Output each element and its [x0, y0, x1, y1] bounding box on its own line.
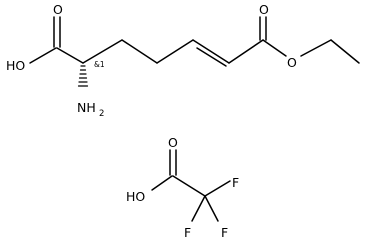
bond-ethyl-ch2-ch3 — [330, 39, 360, 64]
bond-carboxyl-c-oh — [29, 47, 57, 64]
stereo-hash-wedge — [77, 65, 89, 87]
bond-cf3-f-right — [204, 180, 231, 197]
atom-tfa-hydroxyl: HO — [126, 189, 145, 204]
atom-fluorine-bottom-right: F — [221, 225, 228, 240]
bond-ester-c-o — [262, 39, 287, 57]
bond-c6-c7 — [228, 39, 264, 64]
atom-tfa-carbonyl-oxygen: O — [168, 135, 178, 150]
bond-cf3-f-bottom-left — [191, 195, 206, 222]
bond-c4-c5 — [156, 39, 194, 64]
bond-cf3-f-bottom-right — [204, 195, 219, 222]
bond-tfa-c-oh — [151, 175, 173, 191]
molecule-1: O HO NH 2 &1 O O — [6, 2, 360, 119]
atom-amine: NH — [77, 100, 96, 115]
bond-c3-c4 — [121, 39, 158, 64]
bond-tfa-c-cf3 — [172, 175, 206, 197]
bond-c5-c6 — [192, 39, 230, 64]
bond-alpha-c3 — [82, 39, 123, 64]
atom-fluorine-bottom-left: F — [184, 225, 191, 240]
stereo-center-label: &1 — [94, 60, 105, 69]
atom-amine-subscript: 2 — [99, 109, 104, 119]
atom-ester-carbonyl-oxygen: O — [259, 2, 269, 17]
atom-carboxyl-hydroxyl: HO — [6, 58, 25, 73]
molecule-2: O HO F F F — [126, 135, 239, 240]
bond-o-ethyl-ch2 — [300, 39, 332, 57]
atom-fluorine-right: F — [232, 175, 239, 190]
bond-c5-c6-double — [196, 47, 227, 67]
atom-carboxyl-oxygen: O — [53, 2, 63, 17]
atom-ester-oxygen: O — [287, 55, 297, 70]
bond-carboxyl-c-alpha — [56, 47, 84, 64]
